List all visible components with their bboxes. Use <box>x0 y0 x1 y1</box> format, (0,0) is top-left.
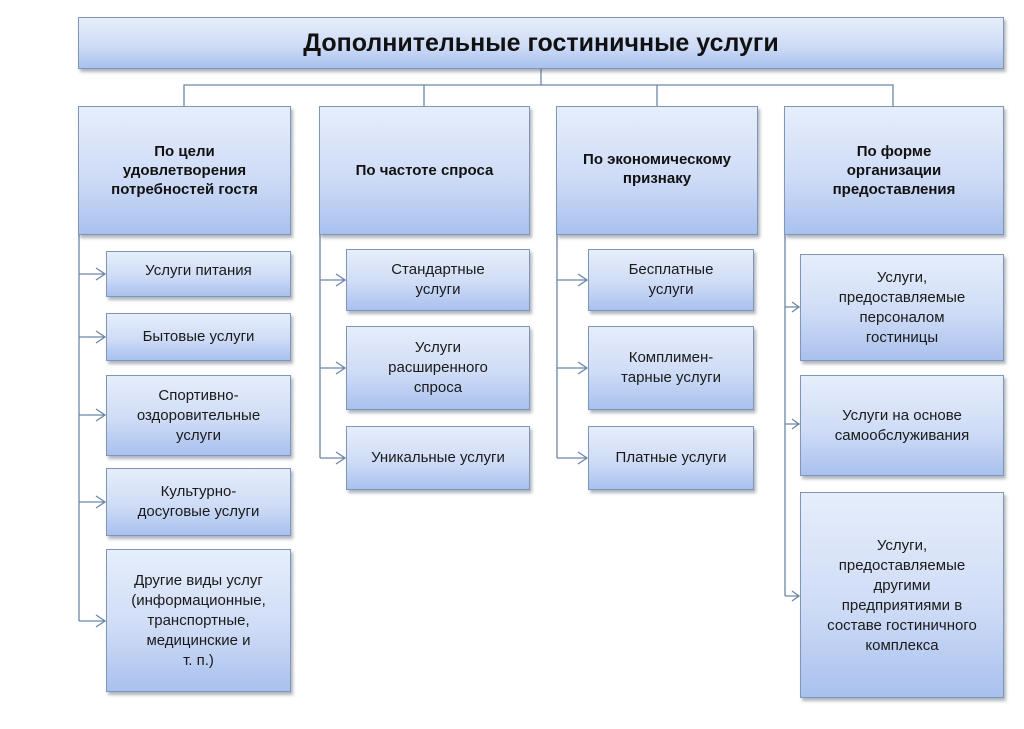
category-label: По цели удовлетворения потребностей гост… <box>111 143 258 198</box>
tree-connector-top <box>183 84 894 106</box>
item-label: Услуги расширенного спроса <box>388 339 488 396</box>
item-box: Услуги, предоставляемые другими предприя… <box>800 492 1004 698</box>
category-box-provision-form: По форме организации предоставления <box>784 106 1004 235</box>
item-label: Услуги, предоставляемые персоналом гости… <box>838 268 966 346</box>
arrow-col4-3 <box>785 590 801 602</box>
item-box: Другие виды услуг (информационные, транс… <box>106 549 291 692</box>
item-label: Платные услуги <box>615 449 727 466</box>
arrow-col4-1 <box>785 301 801 313</box>
item-box: Спортивно- оздоровительные услуги <box>106 375 291 456</box>
arrow-col3-1 <box>557 273 589 287</box>
arrow-col1-1 <box>79 267 107 281</box>
item-label: Услуги питания <box>145 262 252 279</box>
item-box: Услуги, предоставляемые персоналом гости… <box>800 254 1004 361</box>
item-box: Услуги питания <box>106 251 291 297</box>
item-box: Уникальные услуги <box>346 426 530 490</box>
item-label: Комплимен- тарные услуги <box>621 349 721 386</box>
item-label: Бытовые услуги <box>142 328 255 345</box>
item-box: Услуги на основе самообслуживания <box>800 375 1004 476</box>
item-box: Платные услуги <box>588 426 754 490</box>
arrow-col3-2 <box>557 361 589 375</box>
item-label: Услуги, предоставляемые другими предприя… <box>827 537 977 654</box>
arrow-col3-3 <box>557 451 589 465</box>
category-box-economic-feature: По экономическому признаку <box>556 106 758 235</box>
category-label: По форме организации предоставления <box>832 143 956 198</box>
diagram-title: Дополнительные гостиничные услуги <box>303 28 779 57</box>
arrow-col1-2 <box>79 330 107 344</box>
arrow-col2-1 <box>320 273 347 287</box>
item-label: Услуги на основе самообслуживания <box>834 406 970 444</box>
category-label: По частоте спроса <box>355 162 494 179</box>
category-label: По экономическому признаку <box>583 151 731 187</box>
item-box: Услуги расширенного спроса <box>346 326 530 410</box>
diagram-title-box: Дополнительные гостиничные услуги <box>78 17 1004 69</box>
item-label: Уникальные услуги <box>371 449 505 466</box>
item-box: Бытовые услуги <box>106 313 291 361</box>
item-box: Культурно- досуговые услуги <box>106 468 291 536</box>
item-label: Спортивно- оздоровительные услуги <box>136 386 261 444</box>
item-box: Комплимен- тарные услуги <box>588 326 754 410</box>
item-box: Стандартные услуги <box>346 249 530 311</box>
arrow-col1-4 <box>79 495 107 509</box>
arrow-col2-3 <box>320 451 347 465</box>
arrow-col4-2 <box>785 418 801 430</box>
arrow-col1-5 <box>79 614 107 628</box>
item-label: Культурно- досуговые услуги <box>137 483 260 520</box>
arrow-col2-2 <box>320 361 347 375</box>
item-label: Стандартные услуги <box>391 261 485 298</box>
arrow-col1-3 <box>79 408 107 422</box>
category-box-demand-frequency: По частоте спроса <box>319 106 530 235</box>
item-box: Бесплатные услуги <box>588 249 754 311</box>
item-label: Другие виды услуг (информационные, транс… <box>131 572 266 669</box>
category-box-need-purpose: По цели удовлетворения потребностей гост… <box>78 106 291 235</box>
item-label: Бесплатные услуги <box>628 261 714 298</box>
